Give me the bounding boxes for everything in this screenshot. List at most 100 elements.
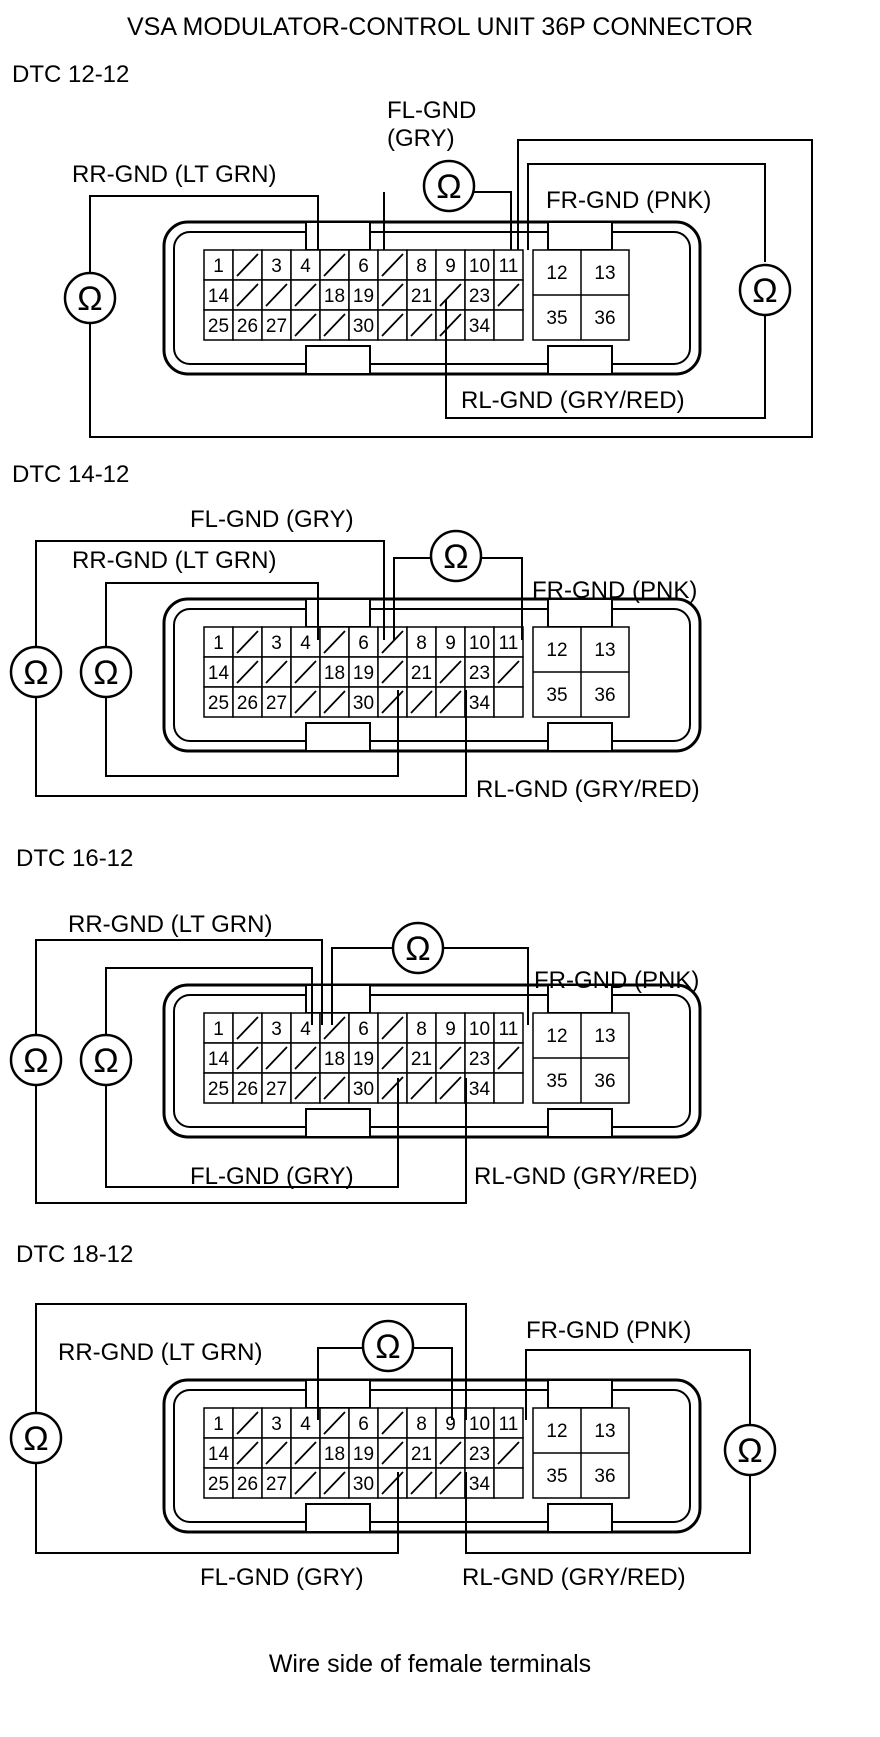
pin-number-1: 1 <box>213 256 224 277</box>
latch-tab <box>547 1108 613 1138</box>
empty-cavity-slash <box>497 1441 520 1465</box>
wire-fr-left <box>331 947 392 1025</box>
pin-number-4: 4 <box>300 1019 311 1040</box>
pin-number-9: 9 <box>445 1414 456 1435</box>
pin-number-9: 9 <box>445 1019 456 1040</box>
empty-cavity-slash <box>294 1046 317 1070</box>
pin-number-8: 8 <box>416 633 427 654</box>
pin-cell-1 <box>203 1012 234 1044</box>
pin-number-18: 18 <box>324 663 345 684</box>
pin-number-1: 1 <box>213 633 224 654</box>
empty-cavity-slash <box>410 1076 433 1100</box>
wire-rr <box>105 582 319 648</box>
wire-fl <box>35 540 385 648</box>
empty-cavity-slash <box>381 1471 404 1495</box>
pin-number-3: 3 <box>271 1414 282 1435</box>
pin-cell-18 <box>319 656 350 688</box>
empty-cavity-slash <box>323 1016 346 1040</box>
empty-cavity-slash <box>294 1471 317 1495</box>
pin-number-18: 18 <box>324 1049 345 1070</box>
pin-number-26: 26 <box>237 1474 258 1495</box>
fr-gnd-label: FR-GND (PNK) <box>534 967 699 994</box>
empty-cavity-slash <box>236 1411 259 1435</box>
pin-cell-11 <box>493 1012 524 1044</box>
ohm-icon: Ω <box>752 272 777 310</box>
pin-number-27: 27 <box>266 316 287 337</box>
pin-cell-14 <box>203 1042 234 1074</box>
ohm-meter-left: Ω <box>9 1411 63 1465</box>
pin-number-25: 25 <box>208 693 229 714</box>
fl-gnd-label: FL-GND (GRY) <box>190 1163 354 1190</box>
pin-number-8: 8 <box>416 1414 427 1435</box>
wire-rr-outer <box>35 939 323 1036</box>
pin-number-35: 35 <box>546 308 567 329</box>
pin-number-3: 3 <box>271 633 282 654</box>
pin-number-23: 23 <box>469 1444 490 1465</box>
fl-gnd-label: FL-GND (GRY) <box>190 506 354 533</box>
wire-rr-return <box>105 690 399 777</box>
pin-number-3: 3 <box>271 1019 282 1040</box>
ohm-meter-outer: Ω <box>9 1033 63 1087</box>
pin-number-14: 14 <box>208 1049 230 1070</box>
pin-cell-30 <box>348 686 379 718</box>
pin-number-19: 19 <box>353 286 374 307</box>
empty-cavity-slash <box>236 630 259 654</box>
pin-number-25: 25 <box>208 1474 229 1495</box>
pin-cell-27 <box>261 1072 292 1104</box>
empty-cavity-slash <box>236 253 259 277</box>
empty-cavity-slash <box>381 1411 404 1435</box>
latch-tab <box>305 1503 371 1533</box>
pin-number-12: 12 <box>546 640 567 661</box>
pin-number-6: 6 <box>358 256 369 277</box>
pin-number-1: 1 <box>213 1019 224 1040</box>
empty-cavity-slash <box>381 630 404 654</box>
pin-cell-25 <box>203 686 234 718</box>
pin-number-12: 12 <box>546 1421 567 1442</box>
empty-cavity-slash <box>236 1441 259 1465</box>
latch-tab <box>547 1503 613 1533</box>
empty-cavity-slash <box>497 660 520 684</box>
pin-number-18: 18 <box>324 286 345 307</box>
pin-cell-11 <box>493 249 524 281</box>
rr-gnd-label: RR-GND (LT GRN) <box>58 1339 262 1366</box>
empty-cavity-slash <box>294 1441 317 1465</box>
empty-cavity-slash <box>323 313 346 337</box>
fl-gnd-label-line1: FL-GND <box>387 97 476 124</box>
empty-cavity-slash <box>439 313 462 337</box>
dtc-label: DTC 12-12 <box>12 61 129 88</box>
connector-inner-frame <box>173 1389 691 1523</box>
empty-cavity-slash <box>439 1076 462 1100</box>
ohm-icon: Ω <box>23 1420 48 1458</box>
fr-gnd-label: FR-GND (PNK) <box>546 187 711 214</box>
pin-cell-10 <box>464 1012 495 1044</box>
pin-number-34: 34 <box>469 316 491 337</box>
pin-number-30: 30 <box>353 1079 374 1100</box>
ohm-icon: Ω <box>23 1042 48 1080</box>
empty-pin-cell <box>493 1467 524 1499</box>
latch-tab <box>305 221 371 251</box>
ohm-meter-inner: Ω <box>79 1033 133 1087</box>
wire-outer-left-return <box>35 1462 399 1554</box>
wire-inner-return <box>105 1078 399 1188</box>
pin-number-11: 11 <box>499 1414 519 1435</box>
empty-cavity-slash <box>381 1016 404 1040</box>
pin-number-23: 23 <box>469 663 490 684</box>
ohm-meter-outer: Ω <box>9 645 63 699</box>
pin-number-30: 30 <box>353 1474 374 1495</box>
rl-gnd-label: RL-GND (GRY/RED) <box>474 1163 698 1190</box>
fr-gnd-label: FR-GND (PNK) <box>526 1317 691 1344</box>
connector-inner-frame <box>173 231 691 365</box>
pin-number-21: 21 <box>411 663 432 684</box>
pin-number-13: 13 <box>594 1421 615 1442</box>
pin-cell-19 <box>348 1042 379 1074</box>
empty-cavity-slash <box>236 660 259 684</box>
pin-number-19: 19 <box>353 1444 374 1465</box>
latch-tab <box>547 345 613 375</box>
pin-cell-30 <box>348 1072 379 1104</box>
